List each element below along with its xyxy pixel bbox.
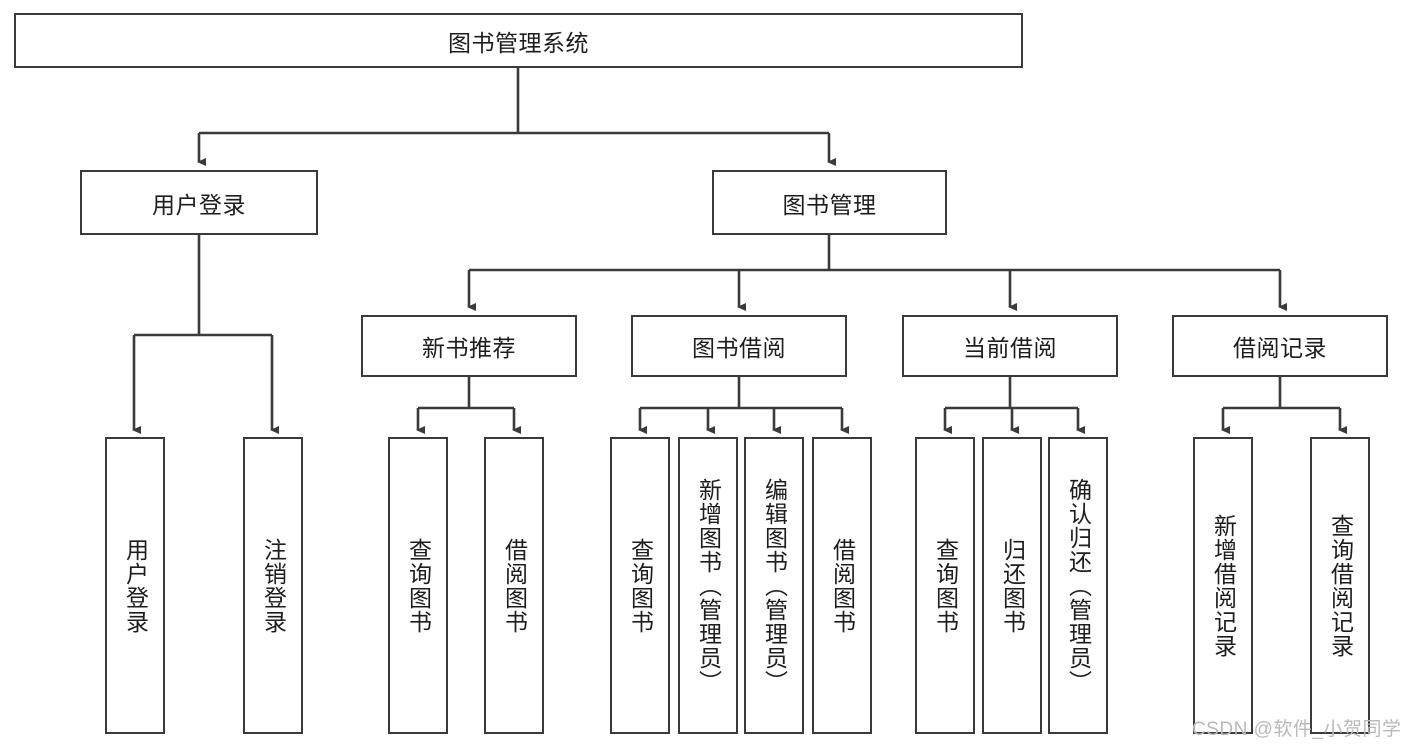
leaf-query-book-1[interactable]: 查询图书	[388, 437, 448, 734]
node-borrow-record[interactable]: 借阅记录	[1172, 315, 1388, 377]
leaf-edit-book-label: 编辑图书（管理员）	[761, 477, 788, 694]
leaf-add-borrow-record[interactable]: 新增借阅记录	[1193, 437, 1253, 734]
node-new-book-recommend[interactable]: 新书推荐	[361, 315, 577, 377]
node-root-label: 图书管理系统	[448, 29, 589, 56]
leaf-confirm-return[interactable]: 确认归还（管理员）	[1048, 437, 1108, 734]
leaf-query-book-1-label: 查询图书	[405, 537, 432, 634]
leaf-query-book-2-label: 查询图书	[627, 537, 654, 634]
leaf-borrow-book-2[interactable]: 借阅图书	[812, 437, 872, 734]
leaf-add-book-label: 新增图书（管理员）	[695, 477, 722, 694]
leaf-add-borrow-record-label: 新增借阅记录	[1210, 513, 1237, 658]
node-user-login-label: 用户登录	[152, 191, 246, 218]
leaf-query-book-3-label: 查询图书	[932, 537, 959, 634]
leaf-confirm-return-label: 确认归还（管理员）	[1065, 477, 1092, 694]
node-borrow-record-label: 借阅记录	[1233, 335, 1327, 361]
node-book-manage-label: 图书管理	[782, 191, 877, 218]
leaf-logout-login[interactable]: 注销登录	[243, 437, 303, 734]
node-book-borrow-label: 图书借阅	[692, 335, 786, 361]
leaf-logout-login-label: 注销登录	[260, 537, 287, 634]
leaf-borrow-book-1-label: 借阅图书	[501, 537, 528, 634]
leaf-user-login[interactable]: 用户登录	[105, 437, 165, 734]
leaf-query-book-2[interactable]: 查询图书	[610, 437, 670, 734]
leaf-user-login-label: 用户登录	[122, 537, 149, 634]
leaf-query-borrow-record-label: 查询借阅记录	[1327, 513, 1354, 658]
leaf-query-borrow-record[interactable]: 查询借阅记录	[1310, 437, 1370, 734]
leaf-return-book-label: 归还图书	[999, 537, 1026, 634]
leaf-return-book[interactable]: 归还图书	[982, 437, 1042, 734]
node-new-book-recommend-label: 新书推荐	[422, 335, 516, 361]
node-book-manage[interactable]: 图书管理	[712, 170, 947, 235]
node-current-borrow-label: 当前借阅	[963, 335, 1057, 361]
leaf-borrow-book-2-label: 借阅图书	[829, 537, 856, 634]
leaf-borrow-book-1[interactable]: 借阅图书	[484, 437, 544, 734]
leaf-query-book-3[interactable]: 查询图书	[915, 437, 975, 734]
node-book-borrow[interactable]: 图书借阅	[631, 315, 847, 377]
node-current-borrow[interactable]: 当前借阅	[902, 315, 1118, 377]
node-user-login[interactable]: 用户登录	[80, 170, 318, 235]
csdn-watermark: CSDN @软件_小贺同学	[1192, 719, 1402, 740]
node-root[interactable]: 图书管理系统	[14, 13, 1023, 68]
leaf-edit-book[interactable]: 编辑图书（管理员）	[744, 437, 804, 734]
leaf-add-book[interactable]: 新增图书（管理员）	[678, 437, 738, 734]
